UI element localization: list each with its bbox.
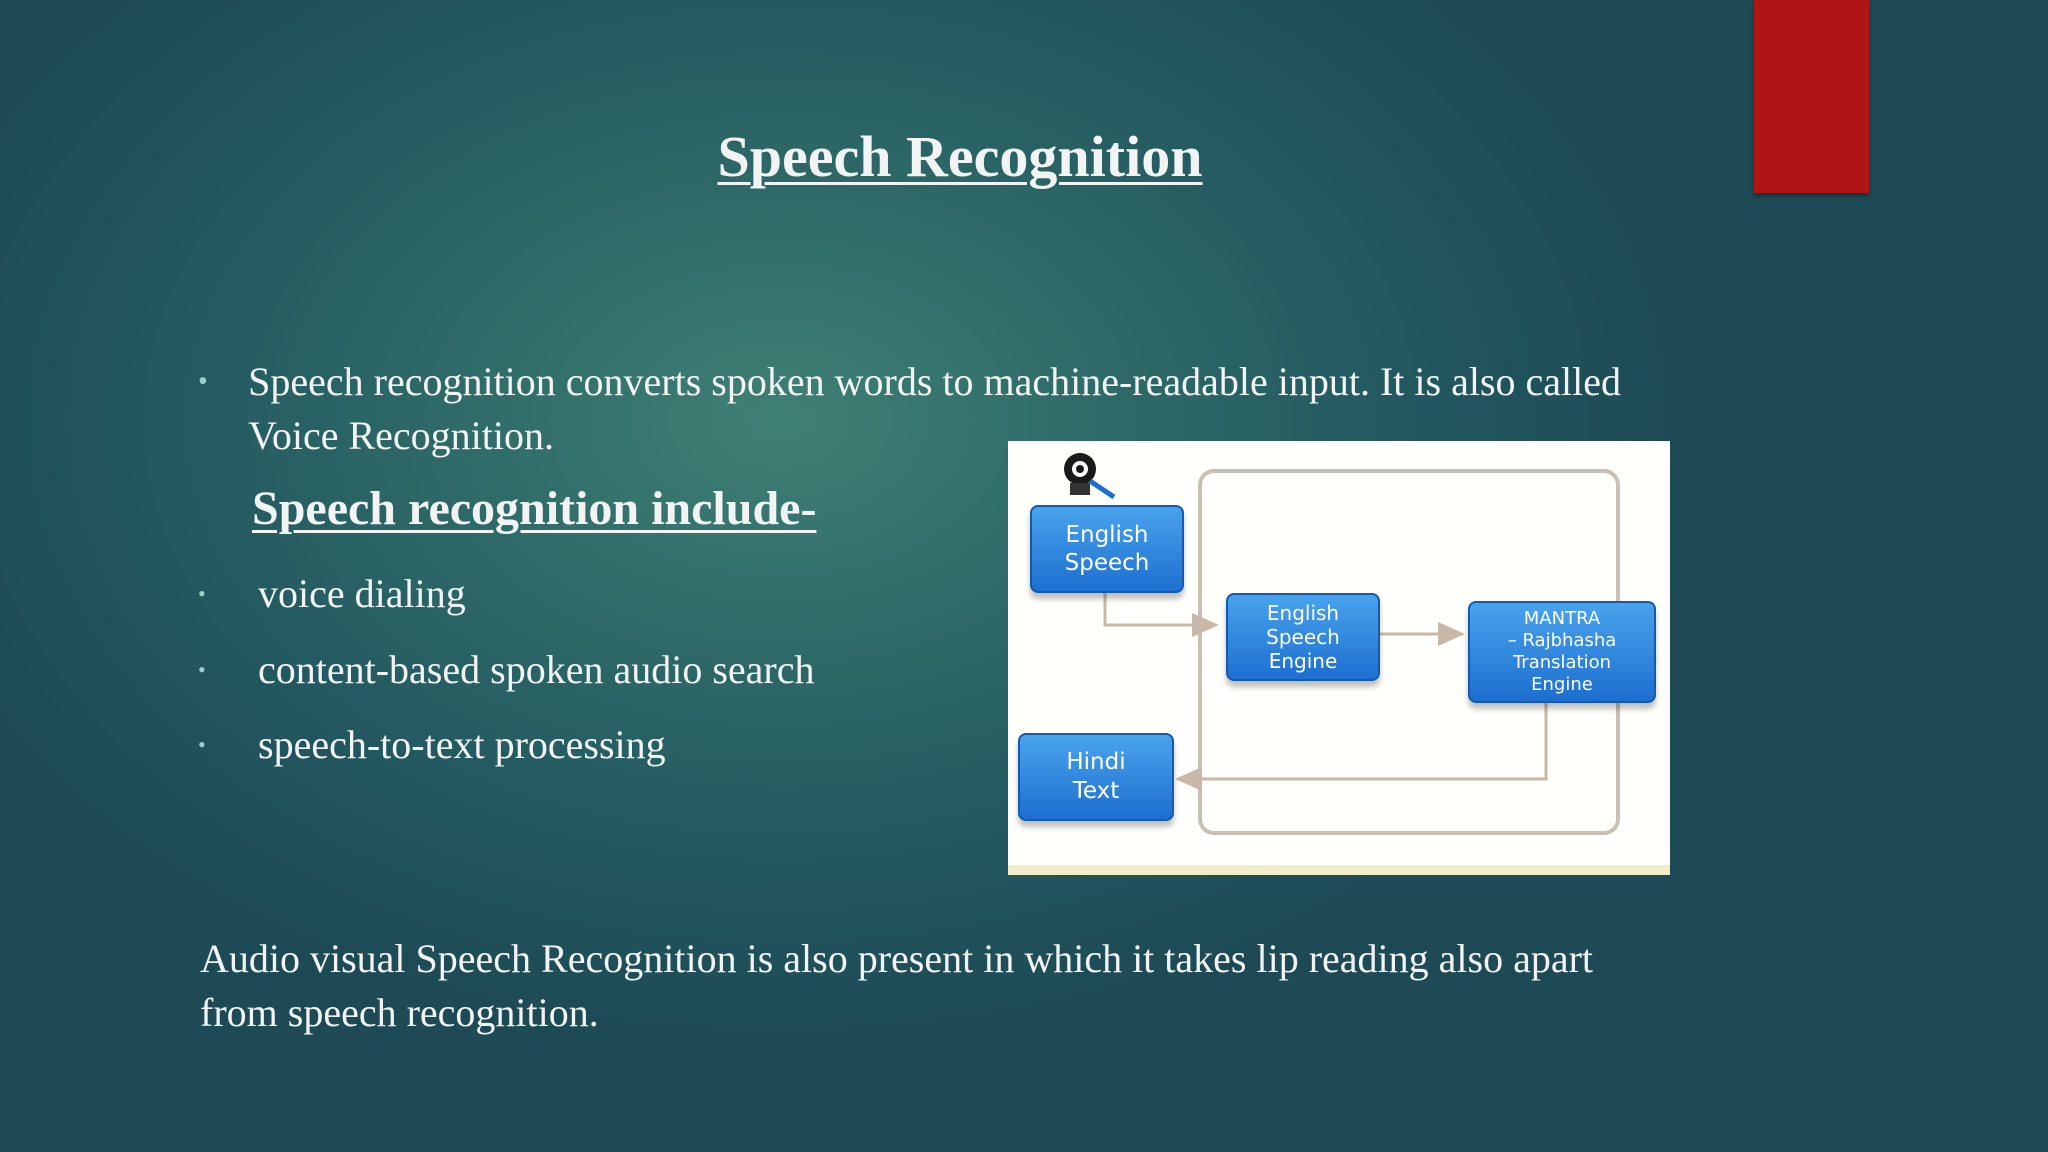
box-line: Hindi (1066, 749, 1126, 775)
box-line: Text (1072, 778, 1120, 804)
mantra-translation-engine-box: MANTRA – Rajbhasha Translation Engine (1468, 601, 1656, 703)
intro-text: Speech recognition converts spoken words… (248, 359, 1622, 458)
list-item-text: content-based spoken audio search (258, 647, 815, 692)
footer-paragraph: Audio visual Speech Recognition is also … (200, 936, 1594, 1035)
hindi-text-box: Hindi Text (1018, 733, 1174, 821)
bullet-icon: • (198, 366, 208, 397)
accent-bar (1754, 0, 1869, 193)
list-item: • speech-to-text processing (198, 718, 666, 772)
box-line: Engine (1531, 674, 1593, 695)
bullet-icon: • (198, 581, 206, 606)
flow-diagram: English Speech English Speech Engine MAN… (1008, 441, 1670, 875)
box-line: English (1266, 601, 1340, 625)
intro-bullet: • Speech recognition converts spoken wor… (198, 355, 1658, 463)
slide-title: Speech Recognition (717, 124, 1203, 189)
list-item: • voice dialing (198, 567, 466, 621)
bullet-icon: • (198, 657, 206, 682)
subheading: Speech recognition include- (252, 482, 817, 535)
english-speech-box: English Speech (1030, 505, 1184, 593)
list-item: • content-based spoken audio search (198, 643, 814, 697)
box-line: Engine (1268, 649, 1338, 673)
arrow-speech-to-engine (1103, 591, 1219, 637)
arrow-mantra-to-hindi (1175, 701, 1548, 791)
box-line: Speech (1064, 550, 1150, 576)
bullet-icon: • (198, 732, 206, 757)
list-item-text: voice dialing (258, 571, 466, 616)
box-line: Translation (1512, 652, 1612, 673)
english-speech-engine-box: English Speech Engine (1226, 593, 1380, 681)
box-line: MANTRA (1523, 608, 1601, 629)
box-line: English (1065, 522, 1149, 548)
box-line: – Rajbhasha (1507, 630, 1617, 651)
speaker-microphone-icon (1064, 453, 1116, 500)
box-line: Speech (1266, 625, 1340, 649)
list-item-text: speech-to-text processing (258, 722, 666, 767)
